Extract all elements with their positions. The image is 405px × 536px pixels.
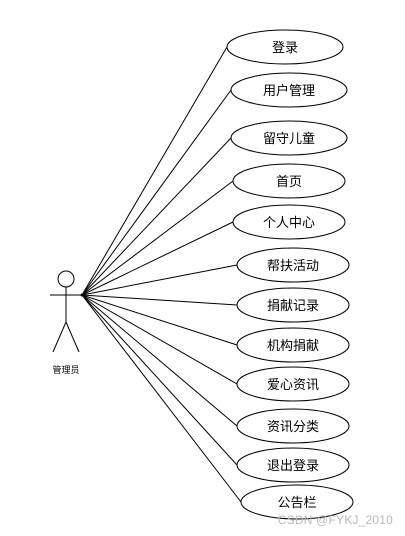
- use-case-ellipse: [230, 72, 348, 108]
- association-line: [81, 221, 234, 296]
- use-case: 爱心资讯: [236, 366, 350, 402]
- use-case: 公告栏: [240, 484, 354, 520]
- use-case-ellipse: [236, 327, 350, 363]
- use-case: 帮扶活动: [236, 247, 350, 283]
- actor-left-leg: [52, 321, 67, 353]
- use-case-ellipse: [236, 366, 350, 402]
- use-case-group: 登录用户管理留守儿童首页个人中心帮扶活动捐献记录机构捐献爱心资讯资讯分类退出登录…: [226, 29, 354, 520]
- use-case-label: 用户管理: [263, 83, 315, 99]
- actor-right-leg: [65, 321, 80, 353]
- use-case: 首页: [232, 163, 346, 199]
- association-line: [81, 89, 232, 296]
- association-line: [81, 264, 238, 296]
- use-case-label: 机构捐献: [267, 339, 319, 354]
- use-case: 个人中心: [232, 204, 346, 240]
- use-case-label: 资讯分类: [267, 420, 319, 435]
- use-case-label: 公告栏: [277, 496, 316, 511]
- use-case-ellipse: [232, 163, 346, 199]
- use-case-ellipse: [236, 408, 350, 444]
- use-case-ellipse: [232, 204, 346, 240]
- association-line: [81, 180, 234, 296]
- association-line: [81, 46, 228, 296]
- use-case-label: 登录: [272, 41, 298, 56]
- use-case: 用户管理: [230, 72, 348, 108]
- association-line: [81, 137, 232, 296]
- association-lines: [80, 46, 242, 503]
- use-case-label: 留守儿童: [263, 131, 315, 147]
- association-line: [81, 294, 238, 346]
- actor-label: 管理员: [52, 364, 79, 376]
- actor-head: [57, 270, 75, 288]
- use-case-ellipse: [236, 447, 350, 483]
- use-case: 登录: [226, 29, 344, 65]
- association-line: [81, 294, 238, 385]
- use-case-ellipse: [230, 120, 348, 156]
- watermark: CSDN @FYKJ_2010: [277, 513, 393, 527]
- use-case: 捐献记录: [236, 287, 350, 323]
- use-case-ellipse: [236, 247, 350, 283]
- association-line: [81, 294, 242, 503]
- use-case-label: 个人中心: [263, 216, 315, 231]
- use-case-label: 爱心资讯: [267, 378, 319, 393]
- use-case: 资讯分类: [236, 408, 350, 444]
- use-case-ellipse: [226, 29, 344, 65]
- use-case-label: 退出登录: [267, 459, 319, 474]
- use-case-label: 捐献记录: [267, 299, 319, 314]
- actor-figure: 管理员: [50, 270, 82, 376]
- use-case-label: 首页: [276, 175, 302, 190]
- use-case-ellipse: [240, 484, 354, 520]
- use-case: 退出登录: [236, 447, 350, 483]
- use-case: 留守儿童: [230, 120, 348, 156]
- association-line: [81, 294, 238, 466]
- association-line: [81, 294, 238, 427]
- use-case-ellipse: [236, 287, 350, 323]
- association-line: [81, 294, 238, 306]
- use-case: 机构捐献: [236, 327, 350, 363]
- use-case-label: 帮扶活动: [267, 259, 319, 274]
